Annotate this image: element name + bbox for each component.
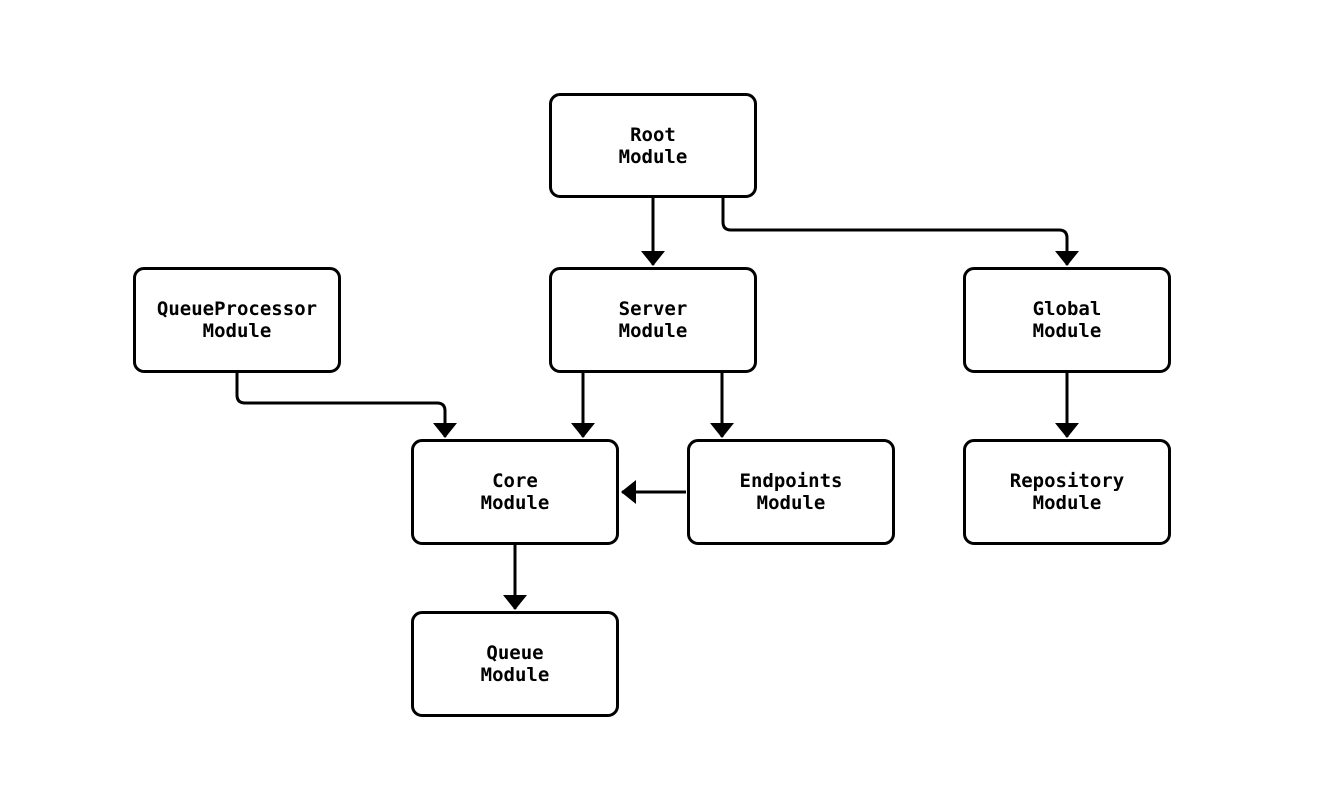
node-queue-module: Queue Module [411, 611, 619, 717]
edge-queueprocessor-to-core-arrow [235, 373, 457, 438]
node-queueprocessor-module: QueueProcessor Module [133, 267, 341, 373]
node-server-module: Server Module [549, 267, 757, 373]
node-global-module: Global Module [963, 267, 1171, 373]
node-root-module: Root Module [549, 93, 757, 198]
node-endpoints-module: Endpoints Module [687, 439, 895, 545]
node-repository-module: Repository Module [963, 439, 1171, 545]
node-core-module: Core Module [411, 439, 619, 545]
edge-root-to-global-arrow [721, 198, 1079, 266]
